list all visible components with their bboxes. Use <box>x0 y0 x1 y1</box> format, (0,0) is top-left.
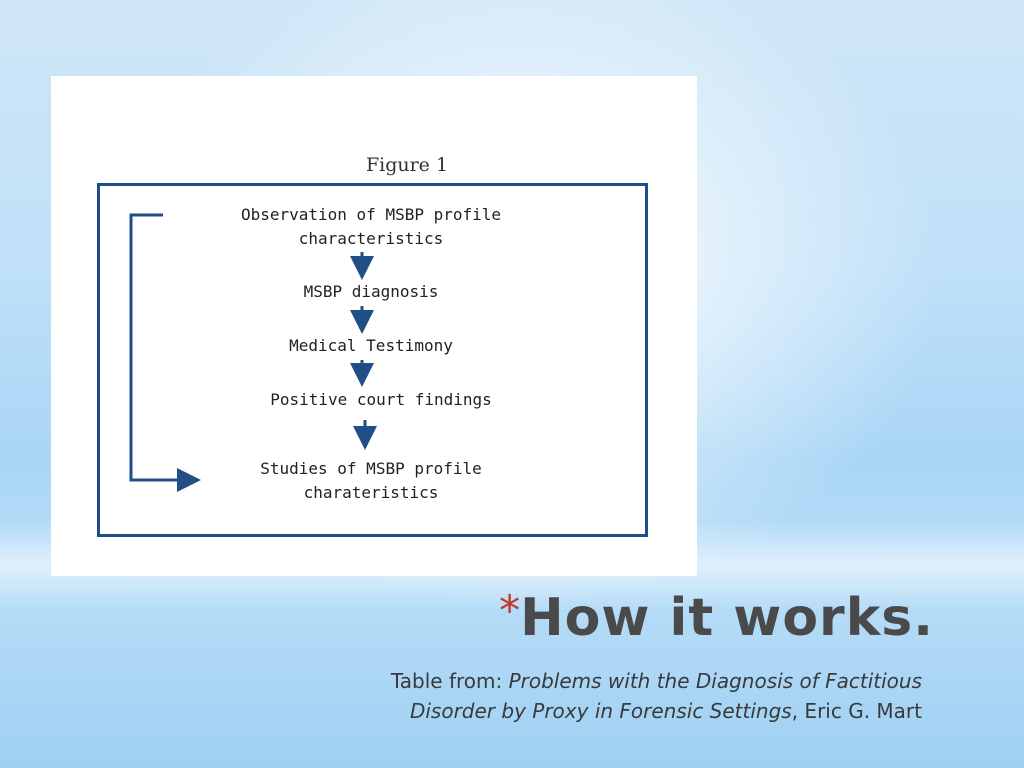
subtitle-prefix: Table from: <box>390 669 509 693</box>
title-bullet: * <box>499 586 521 635</box>
figure-caption: Figure 1 <box>365 154 449 176</box>
flow-step-diagnosis: MSBP diagnosis <box>303 282 439 301</box>
subtitle-author: , Eric G. Mart <box>791 699 922 723</box>
flow-step-court-findings: Positive court findings <box>270 390 492 409</box>
slide-title: *How it works. <box>464 586 934 648</box>
flow-step-studies: Studies of MSBP profile charateristics <box>260 459 482 502</box>
flow-diagram-box <box>97 183 648 537</box>
feedback-loop-arrow <box>129 213 201 492</box>
figure-image-panel: Figure 1 Observation of MSBP profile cha… <box>51 76 697 576</box>
title-text: How it works. <box>520 588 934 648</box>
slide-subtitle: Table from: Problems with the Diagnosis … <box>250 666 922 726</box>
flow-step-testimony: Medical Testimony <box>289 336 453 355</box>
flow-arrows <box>129 213 377 492</box>
flow-step-observation: Observation of MSBP profile characterist… <box>240 205 502 248</box>
subtitle-source-title-1: Problems with the Diagnosis of Factitiou… <box>508 669 922 693</box>
subtitle-source-title-2: Disorder by Proxy in Forensic Settings <box>409 699 792 723</box>
